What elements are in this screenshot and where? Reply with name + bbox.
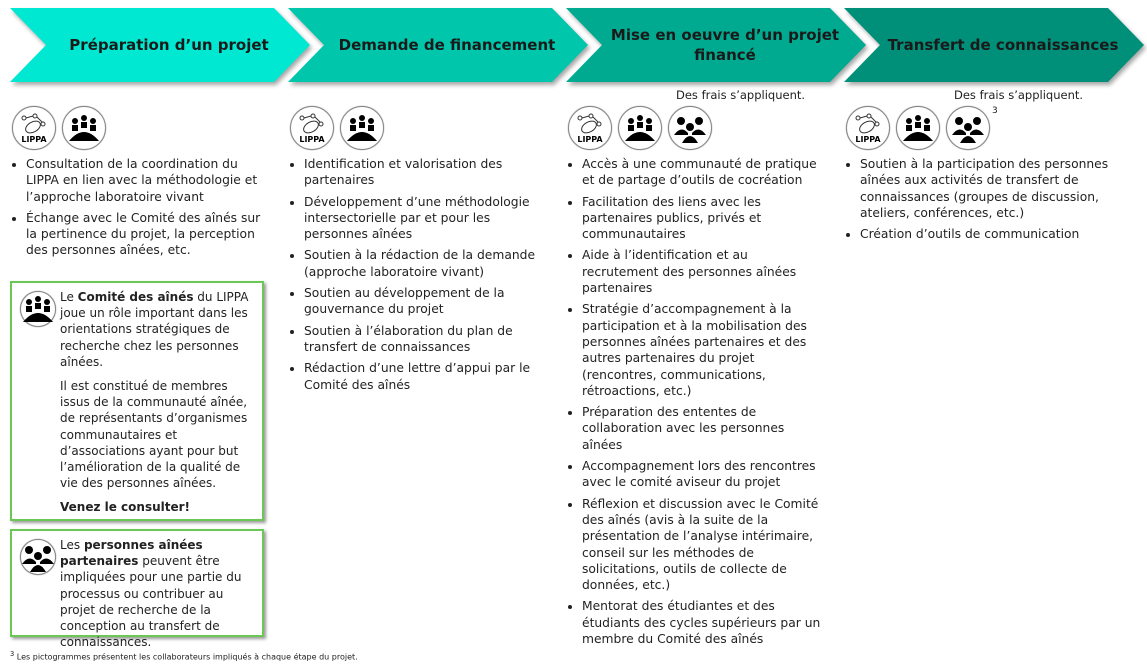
- stage-arrow-3: Transfert de connaissances: [844, 8, 1144, 82]
- collaborator-icons: LIPPA: [12, 106, 106, 150]
- text-bold: personnes aînées partenaires: [60, 538, 203, 569]
- footnote: 3 Les pictogrammes présentent les collab…: [10, 650, 358, 662]
- personnes-partenaires-icon: [20, 539, 56, 575]
- stage-arrow-1: Demande de financement: [288, 8, 588, 82]
- fees-note: Des frais s’appliquent.: [954, 88, 1084, 102]
- fees-note: Des frais s’appliquent.: [676, 88, 806, 102]
- stage-services-list: Soutien à la participation des personnes…: [842, 156, 1112, 247]
- list-item: Identification et valorisation des parte…: [304, 156, 544, 189]
- list-item: Aide à l’identification et au recrutemen…: [582, 247, 822, 296]
- collaborator-icons: LIPPA 3: [846, 106, 998, 150]
- list-item: Soutien à la participation des personnes…: [860, 156, 1112, 221]
- list-item: Accès à une communauté de pratique et de…: [582, 156, 822, 189]
- text: Il est constitué de membres issus de la …: [60, 379, 248, 491]
- text: peuvent être impliquées pour une partie …: [60, 554, 242, 650]
- list-item: Création d’outils de communication: [860, 226, 1112, 242]
- text: du LIPPA joue un rôle important dans les…: [60, 290, 249, 369]
- list-item: Préparation des ententes de collaboratio…: [582, 404, 822, 453]
- stage-title: Transfert de connaissances: [887, 36, 1119, 54]
- comite-aines-icon: [618, 106, 662, 150]
- footnote-text: Les pictogrammes présentent les collabor…: [16, 652, 358, 662]
- comite-aines-icon: [20, 291, 56, 327]
- lippa-logo-icon: LIPPA: [290, 106, 334, 150]
- stage-services-list: Accès à une communauté de pratique et de…: [564, 156, 822, 652]
- stage-services-list: Consultation de la coordination du LIPPA…: [8, 156, 266, 264]
- stage-arrow-2: Mise en oeuvre d’un projet financé: [566, 8, 866, 82]
- list-item: Stratégie d’accompagnement à la particip…: [582, 301, 822, 399]
- list-item: Rédaction d’une lettre d’appui par le Co…: [304, 360, 544, 393]
- personnes-partenaires-icon: [946, 106, 990, 150]
- stage-arrow-0: Préparation d’un projet: [10, 8, 310, 82]
- footnote-ref: 3: [992, 106, 998, 116]
- svg-text:LIPPA: LIPPA: [21, 135, 47, 144]
- stage-title: Mise en oeuvre d’un projet financé: [610, 26, 840, 64]
- list-item: Soutien à la rédaction de la demande (ap…: [304, 247, 544, 280]
- lippa-logo-icon: LIPPA: [12, 106, 56, 150]
- collaborator-icons: LIPPA: [568, 106, 712, 150]
- list-item: Échange avec le Comité des aînés sur la …: [26, 210, 266, 259]
- list-item: Facilitation des liens avec les partenai…: [582, 194, 822, 243]
- text-bold: Comité des aînés: [77, 290, 194, 304]
- stage-title: Préparation d’un projet: [69, 36, 269, 54]
- comite-aines-icon: [62, 106, 106, 150]
- comite-aines-icon: [896, 106, 940, 150]
- stage-services-list: Identification et valorisation des parte…: [286, 156, 544, 398]
- comite-info-box: Le Comité des aînés du LIPPA joue un rôl…: [10, 281, 264, 521]
- partenaires-info-box: Les personnes aînées partenaires peuvent…: [10, 529, 264, 649]
- text: Le: [60, 290, 78, 304]
- svg-text:LIPPA: LIPPA: [299, 135, 325, 144]
- lippa-logo-icon: LIPPA: [846, 106, 890, 150]
- footnote-mark: 3: [10, 650, 15, 658]
- collaborator-icons: LIPPA: [290, 106, 384, 150]
- svg-text:LIPPA: LIPPA: [855, 135, 881, 144]
- text: Les: [60, 538, 84, 552]
- list-item: Mentorat des étudiantes et des étudiants…: [582, 598, 822, 647]
- svg-text:LIPPA: LIPPA: [577, 135, 603, 144]
- list-item: Consultation de la coordination du LIPPA…: [26, 156, 266, 205]
- list-item: Développement d’une méthodologie interse…: [304, 194, 544, 243]
- stage-title: Demande de financement: [338, 36, 556, 54]
- list-item: Réflexion et discussion avec le Comité d…: [582, 496, 822, 594]
- comite-aines-icon: [340, 106, 384, 150]
- list-item: Accompagnement lors des rencontres avec …: [582, 458, 822, 491]
- list-item: Soutien à l’élaboration du plan de trans…: [304, 323, 544, 356]
- list-item: Soutien au développement de la gouvernan…: [304, 285, 544, 318]
- lippa-logo-icon: LIPPA: [568, 106, 612, 150]
- cta-text: Venez le consulter!: [60, 500, 191, 515]
- personnes-partenaires-icon: [668, 106, 712, 150]
